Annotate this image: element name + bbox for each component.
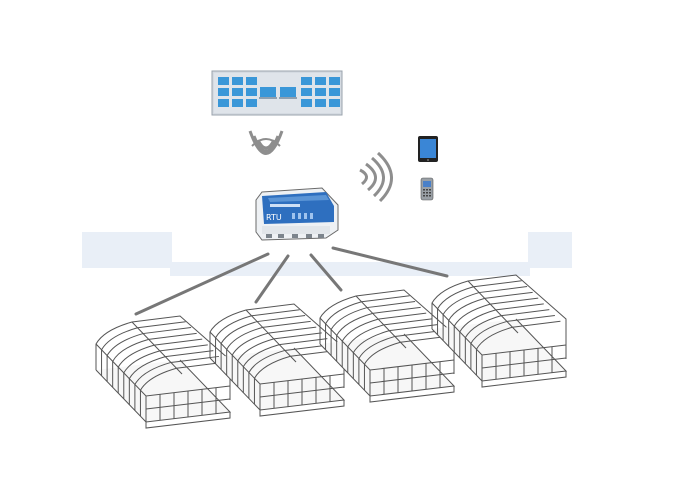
greenhouse-icon bbox=[95, 315, 232, 429]
background-band bbox=[82, 232, 572, 276]
greenhouse-icon bbox=[319, 289, 456, 403]
greenhouse-row bbox=[95, 274, 568, 429]
greenhouse-icon bbox=[209, 303, 346, 417]
rtu-gateway-icon: RTU bbox=[255, 187, 339, 241]
server-rack-icon bbox=[211, 70, 343, 116]
tablet-icon bbox=[418, 136, 438, 162]
connection-lines bbox=[134, 246, 449, 316]
connection-line bbox=[309, 253, 343, 292]
connection-line bbox=[254, 254, 290, 304]
wifi-signal-icon bbox=[359, 151, 393, 203]
greenhouse-icon bbox=[431, 274, 568, 388]
mobile-phone-icon bbox=[420, 177, 434, 201]
wifi-signal-icon bbox=[248, 130, 284, 155]
connection-line bbox=[134, 252, 270, 316]
connection-line bbox=[331, 246, 449, 278]
gateway-label: RTU bbox=[266, 213, 282, 222]
